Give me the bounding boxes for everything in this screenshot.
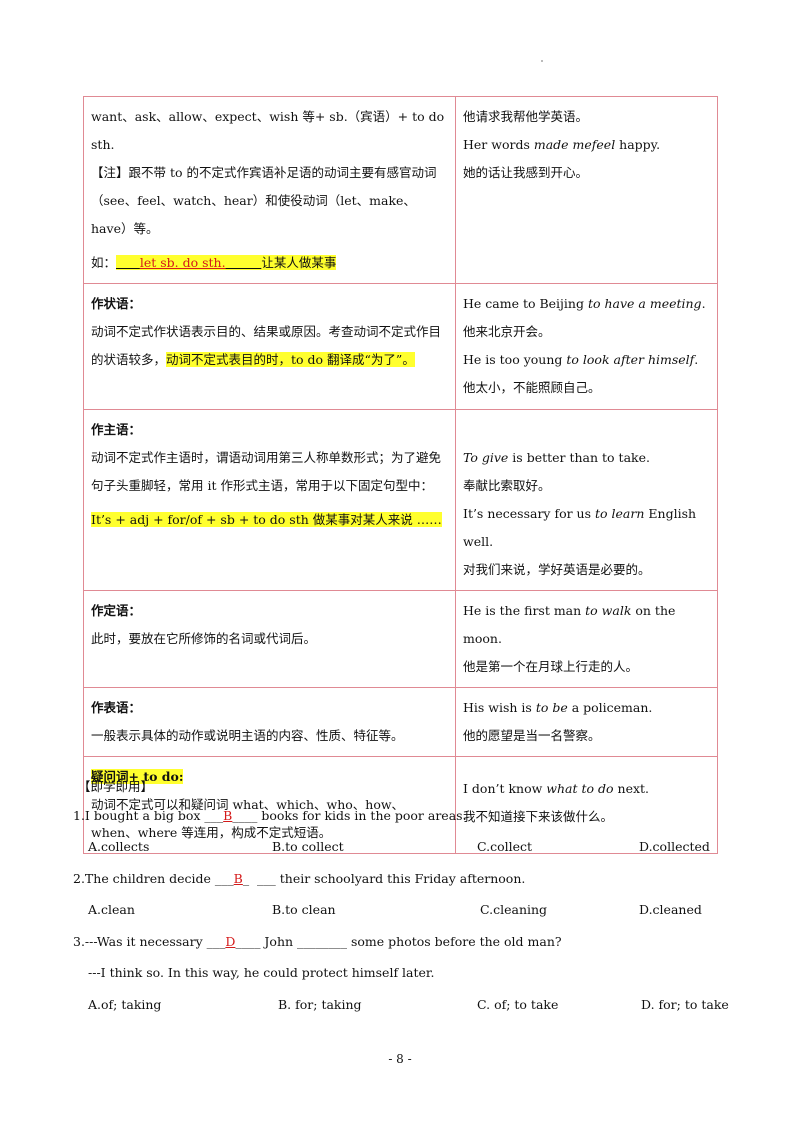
row3-text: 动词不定式作主语时，谓语动词用第三人称单数形式；为了避免句子头重脚轻，常用 it… xyxy=(91,450,442,493)
example-sentence: He came to Beijing to have a meeting. xyxy=(463,296,706,311)
example-sentence: 他请求我帮他学英语。 xyxy=(463,109,589,124)
answer-2: B xyxy=(233,871,243,886)
table-row: 作主语： 动词不定式作主语时，谓语动词用第三人称单数形式；为了避免句子头重脚轻，… xyxy=(83,409,718,591)
row6-heading: 疑问词+ to do: xyxy=(91,769,184,784)
example-sentence: He is too young to look after himself. xyxy=(463,352,699,367)
row1-example-blank: let sb. do sth. xyxy=(139,255,226,270)
q1-option-c: C.collect xyxy=(477,839,533,854)
example-translation: 他是第一个在月球上行走的人。 xyxy=(463,659,639,674)
table-row: 疑问词+ to do: 动词不定式可以和疑问词 what、which、who、h… xyxy=(83,756,718,854)
question-2: 2.The children decide ___B_ ___ their sc… xyxy=(73,871,526,886)
row2-highlight: 动词不定式表目的时，to do 翻译成“为了”。 xyxy=(166,352,415,367)
practice-title: 【即学即用】 xyxy=(78,779,154,794)
q1-option-d: D.collected xyxy=(639,839,710,854)
q2-option-b: B.to clean xyxy=(272,902,336,917)
row6-text: 动词不定式可以和疑问词 what、which、who、how、when、wher… xyxy=(91,797,405,840)
row4-text: 此时，要放在它所修饰的名词或代词后。 xyxy=(91,631,317,646)
example-sentence: His wish is to be a policeman. xyxy=(463,700,653,715)
example-sentence: To give is better than to take. xyxy=(463,450,650,465)
row6-left-cell: 疑问词+ to do: 动词不定式可以和疑问词 what、which、who、h… xyxy=(83,756,456,854)
row1-example-meaning: 让某人做某事 xyxy=(261,255,337,270)
example-sentence: He is the first man to walk on the moon. xyxy=(463,603,676,646)
row5-heading: 作表语： xyxy=(91,700,142,715)
example-sentence: I don’t know what to do next. xyxy=(463,781,650,796)
example-translation: 他太小，不能照顾自己。 xyxy=(463,380,601,395)
row5-left-cell: 作表语： 一般表示具体的动作或说明主语的内容、性质、特征等。 xyxy=(83,687,456,757)
example-translation: 他的愿望是当一名警察。 xyxy=(463,728,601,743)
example-translation: 对我们来说，学好英语是必要的。 xyxy=(463,562,651,577)
row4-heading: 作定语： xyxy=(91,603,142,618)
row1-note: 【注】跟不带 to 的不定式作宾语补足语的动词主要有感官动词（see、feel、… xyxy=(91,165,437,236)
q1-option-b: B.to collect xyxy=(272,839,344,854)
row1-verb-pattern: want、ask、allow、expect、wish 等+ sb.（宾语）+ t… xyxy=(91,109,445,152)
row1-left-cell: want、ask、allow、expect、wish 等+ sb.（宾语）+ t… xyxy=(83,96,456,284)
page-number: - 8 - xyxy=(388,1052,412,1066)
row6-right-cell: I don’t know what to do next. 我不知道接下来该做什… xyxy=(455,756,718,854)
row2-right-cell: He came to Beijing to have a meeting. 他来… xyxy=(455,283,718,410)
example-translation: 他来北京开会。 xyxy=(463,324,551,339)
q1-option-a: A.collects xyxy=(88,839,150,854)
example-translation: 奉献比索取好。 xyxy=(463,478,551,493)
row1-right-cell: 他请求我帮他学英语。 Her words made mefeel happy. … xyxy=(455,96,718,284)
q2-option-a: A.clean xyxy=(88,902,135,917)
row2-text: 动词不定式作状语表示目的、结果或原因。考查动词不定式作目的状语较多，动词不定式表… xyxy=(91,324,442,367)
example-translation: 我不知道接下来该做什么。 xyxy=(463,809,614,824)
row4-left-cell: 作定语： 此时，要放在它所修饰的名词或代词后。 xyxy=(83,590,456,688)
infinitive-usage-table: want、ask、allow、expect、wish 等+ sb.（宾语）+ t… xyxy=(83,96,718,854)
q3-option-b: B. for; taking xyxy=(278,997,362,1012)
table-row: 作定语： 此时，要放在它所修饰的名词或代词后。 He is the first … xyxy=(83,590,718,688)
q2-option-c: C.cleaning xyxy=(480,902,548,917)
row3-right-cell: To give is better than to take. 奉献比索取好。 … xyxy=(455,409,718,591)
row3-left-cell: 作主语： 动词不定式作主语时，谓语动词用第三人称单数形式；为了避免句子头重脚轻，… xyxy=(83,409,456,591)
row3-pattern: It’s + adj + for/of + sb + to do sth 做某事… xyxy=(91,512,442,527)
row5-text: 一般表示具体的动作或说明主语的内容、性质、特征等。 xyxy=(91,728,404,743)
q3-option-d: D. for; to take xyxy=(641,997,729,1012)
row5-right-cell: His wish is to be a policeman. 他的愿望是当一名警… xyxy=(455,687,718,757)
table-row: want、ask、allow、expect、wish 等+ sb.（宾语）+ t… xyxy=(83,96,718,284)
question-1: 1.I bought a big box ___B____ books for … xyxy=(73,808,467,823)
row2-left-cell: 作状语： 动词不定式作状语表示目的、结果或原因。考查动词不定式作目的状语较多，动… xyxy=(83,283,456,410)
question-3-line2: ---I think so. In this way, he could pro… xyxy=(88,965,435,980)
answer-1: B xyxy=(223,808,233,823)
stray-dot xyxy=(541,60,543,62)
q3-option-c: C. of; to take xyxy=(477,997,559,1012)
row1-example: 如： let sb. do sth. 让某人做某事 xyxy=(91,249,449,277)
table-row: 作表语： 一般表示具体的动作或说明主语的内容、性质、特征等。 His wish … xyxy=(83,687,718,757)
table-row: 作状语： 动词不定式作状语表示目的、结果或原因。考查动词不定式作目的状语较多，动… xyxy=(83,283,718,410)
answer-3: D xyxy=(225,934,236,949)
row1-example-prefix: 如： xyxy=(91,255,117,270)
example-sentence: Her words made mefeel happy. xyxy=(463,137,661,152)
question-3: 3.---Was it necessary ___D____ John ____… xyxy=(73,934,562,949)
row3-heading: 作主语： xyxy=(91,422,142,437)
row1-example-highlight: let sb. do sth. 让某人做某事 xyxy=(116,255,337,270)
example-sentence: It’s necessary for us to learn English w… xyxy=(463,506,697,549)
row4-right-cell: He is the first man to walk on the moon.… xyxy=(455,590,718,688)
example-translation: 她的话让我感到开心。 xyxy=(463,165,589,180)
q2-option-d: D.cleaned xyxy=(639,902,702,917)
row2-heading: 作状语： xyxy=(91,296,142,311)
q3-option-a: A.of; taking xyxy=(88,997,162,1012)
